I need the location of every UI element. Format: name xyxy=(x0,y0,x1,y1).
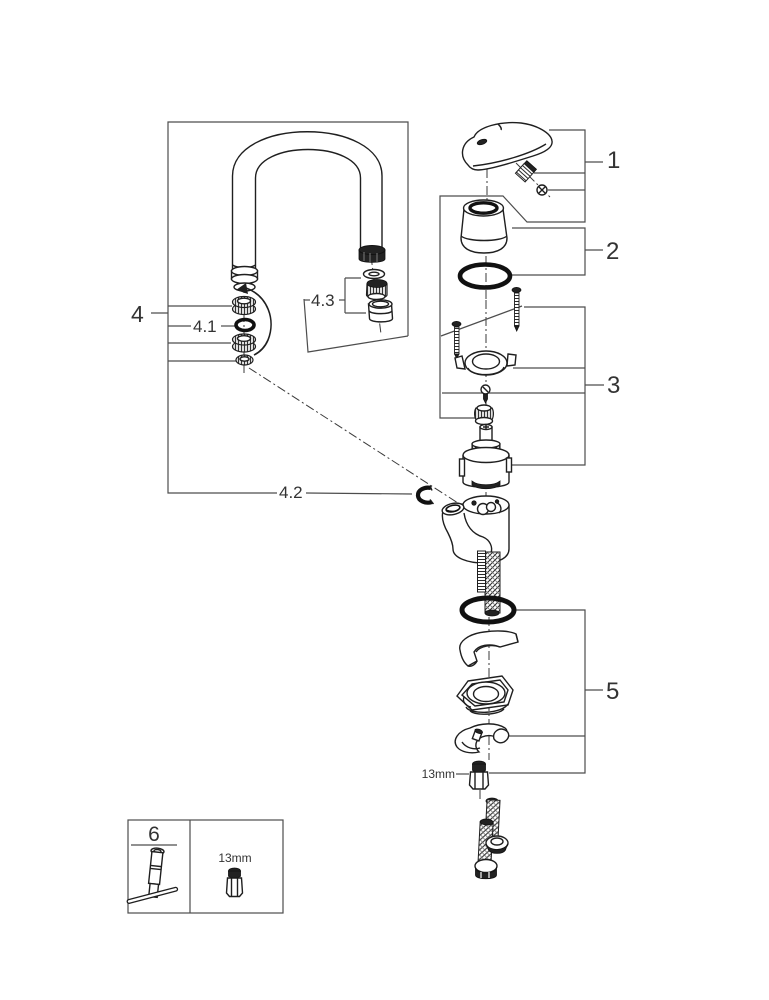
mounting-tool xyxy=(126,847,179,904)
part1-bracket xyxy=(439,129,586,419)
mounting-nut xyxy=(456,675,514,715)
aerator-mousseur xyxy=(365,279,388,301)
base-o-ring xyxy=(459,595,517,625)
label-part-1: 1 xyxy=(607,147,620,174)
spout-seal-washer-mid xyxy=(231,333,257,353)
labels: 1 2 3 5 4 4.1 4.2 4.3 13mm 6 13mm xyxy=(131,147,620,865)
body-shank-and-hose xyxy=(477,550,501,617)
part6-box xyxy=(127,819,284,914)
label-part-4-2: 4.2 xyxy=(279,483,303,502)
dome-o-ring xyxy=(457,262,513,290)
handle-plug xyxy=(536,184,548,196)
part4-box xyxy=(167,121,409,494)
handle-part xyxy=(461,121,553,171)
label-tool-size: 13mm xyxy=(218,851,251,865)
aerator-washer xyxy=(362,268,386,280)
label-part-4-1: 4.1 xyxy=(193,317,217,336)
label-part-4: 4 xyxy=(131,301,144,327)
hose-fitting-right xyxy=(485,835,509,854)
part43-slant-box xyxy=(303,298,409,353)
spout-part xyxy=(230,131,386,292)
label-part-3: 3 xyxy=(607,372,620,399)
fixing-screw-right xyxy=(511,286,522,332)
faucet-body-part xyxy=(441,495,510,564)
spout-end-band xyxy=(358,245,386,263)
aerator-sleeve xyxy=(367,299,394,323)
spout-seal-washer-top xyxy=(231,295,257,316)
fixing-screw-left xyxy=(451,320,462,360)
part3-bracket xyxy=(512,306,586,466)
dome-cap-part xyxy=(460,199,508,254)
cartridge-screw xyxy=(480,384,491,404)
part2-bracket xyxy=(512,227,586,276)
label-part-2: 2 xyxy=(606,238,619,265)
stabilizer-horseshoe xyxy=(459,630,519,667)
cartridge-cap xyxy=(474,404,494,426)
part5-bracket xyxy=(489,609,586,774)
label-part-4-3: 4.3 xyxy=(311,291,335,310)
callout-lines xyxy=(127,121,604,914)
label-part-6: 6 xyxy=(148,823,160,846)
handle-set-screw xyxy=(514,160,538,183)
spout-seal-washer-bottom xyxy=(235,354,254,366)
hose-nut-13mm xyxy=(468,760,490,790)
swivel-arrow xyxy=(236,283,272,356)
swivel-axis-line xyxy=(248,367,459,504)
label-nut-size: 13mm xyxy=(422,767,455,781)
spout-o-ring-4-1 xyxy=(234,317,256,333)
supply-hoses xyxy=(474,797,509,880)
hose-fitting-left xyxy=(474,858,498,880)
tool-nut-icon xyxy=(225,867,244,898)
cartridge-flange xyxy=(454,350,517,376)
cartridge-part xyxy=(458,423,513,490)
c-clip-part xyxy=(415,485,435,505)
mounting-clamp xyxy=(454,723,510,754)
label-part-5: 5 xyxy=(606,678,619,705)
